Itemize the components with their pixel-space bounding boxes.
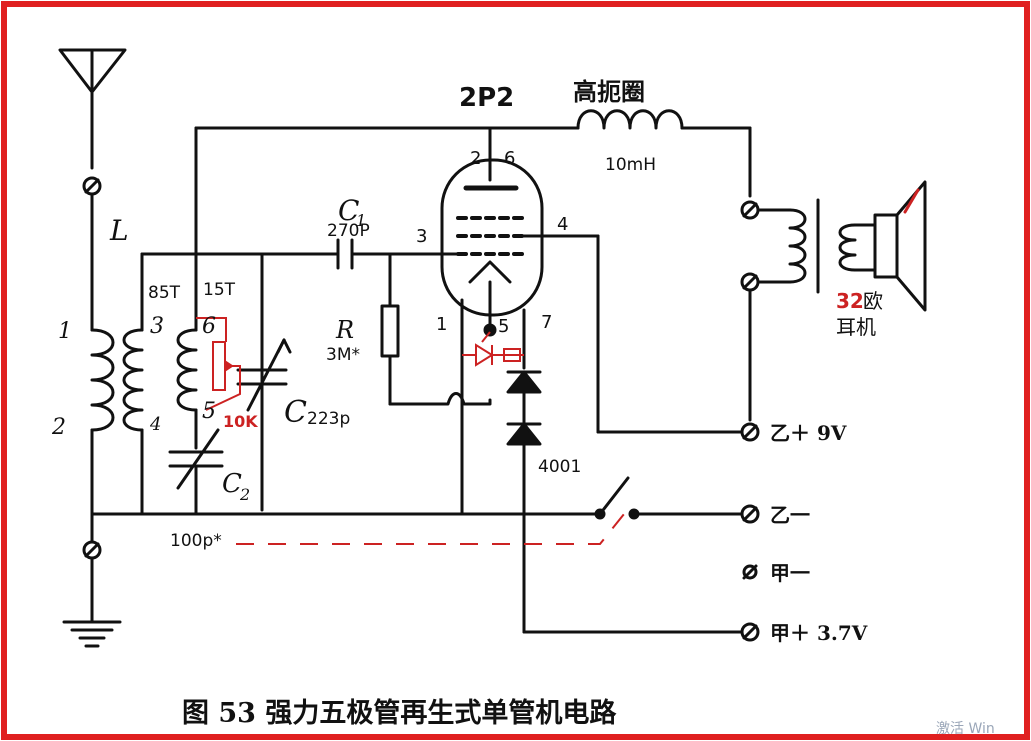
resistor-icon: [380, 304, 400, 358]
variable-capacitor-icon-c: [236, 338, 292, 412]
terminal-b-minus: 乙一: [770, 503, 810, 527]
transformer-icon: [756, 198, 877, 294]
turns-85: 85T: [148, 283, 181, 303]
tube-pin-7: 7: [541, 312, 552, 333]
led-icon: [462, 331, 524, 367]
cap-c1-value: 270P: [327, 221, 370, 241]
tube-pin-2: 2: [470, 148, 481, 169]
tube-pin-1: 1: [436, 314, 447, 335]
cap-c1-sub: 1: [356, 211, 366, 230]
coil-icon-15t: [176, 328, 198, 412]
tube-pin-5: 5: [498, 316, 509, 337]
pin-4: 4: [149, 414, 161, 435]
tube-pin-4: 4: [557, 214, 568, 235]
potentiometer-icon: [196, 317, 241, 411]
coil-icon-85t: [122, 328, 144, 432]
terminal-a-minus: 甲一: [770, 561, 810, 585]
capacitor-icon-c1: [328, 238, 467, 270]
watermark: 激活 Win: [936, 720, 995, 737]
terminal-b-plus: 乙＋ 9V: [770, 421, 847, 445]
cap-c2-sub: 2: [239, 485, 250, 504]
earphone-ohms: 32: [836, 289, 864, 313]
pot-value: 10K: [223, 412, 258, 431]
terminal-a-plus: 甲＋ 3.7V: [770, 621, 868, 645]
pin-3: 3: [150, 314, 164, 339]
choke-label: 高扼圈: [573, 77, 645, 106]
pin-5: 5: [202, 399, 216, 424]
ganged-link: [236, 513, 625, 545]
figure-caption: 图 53 强力五极管再生式单管机电路: [182, 697, 617, 729]
var-cap-label: C: [284, 395, 307, 430]
tube-label: 2P2: [459, 83, 514, 113]
cap-c2-value: 100p*: [170, 531, 222, 551]
earphone-label: 耳机: [836, 315, 876, 339]
coil-icon-choke: [576, 109, 684, 130]
earphone-unit: 欧: [863, 289, 883, 313]
resistor-label: R: [335, 316, 354, 344]
tube-icon: [440, 126, 744, 516]
coil-pin1: 1: [58, 319, 72, 344]
coil-label: L: [109, 214, 129, 247]
choke-value: 10mH: [605, 155, 656, 175]
ground-icon: [62, 620, 122, 648]
switch-icon: [598, 476, 630, 516]
turns-15: 15T: [203, 280, 236, 300]
diode-label: 4001: [538, 457, 581, 477]
diode-icon: [506, 370, 542, 446]
resistor-value: 3M*: [326, 345, 360, 365]
cap-c1-label: C: [338, 194, 359, 227]
coil-pin2: 2: [51, 415, 66, 440]
antenna-icon: [58, 48, 127, 94]
cap-c2-label: C: [222, 469, 242, 499]
tube-pin-3: 3: [416, 226, 427, 247]
var-cap-value: 223p: [307, 409, 350, 429]
tube-pin-6: 6: [504, 148, 515, 169]
pin-6: 6: [202, 314, 216, 339]
coil-icon: [90, 328, 115, 432]
earphone-icon: [873, 180, 927, 312]
